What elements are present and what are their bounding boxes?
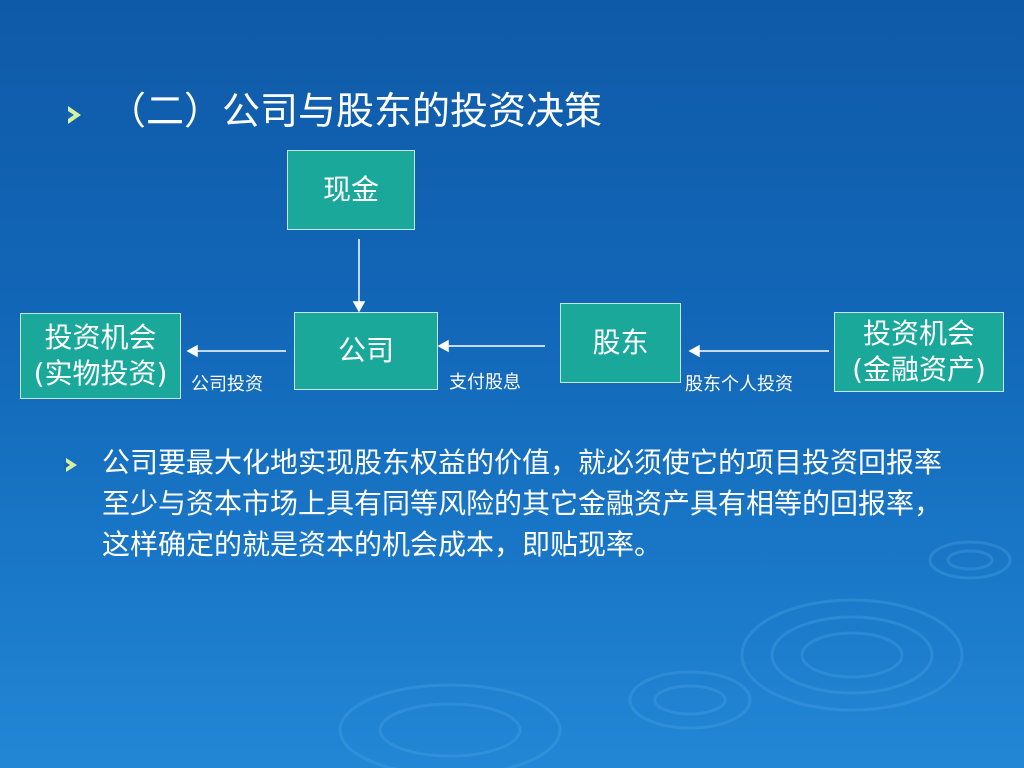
edge-label-pay-dividends: 支付股息: [449, 372, 521, 393]
title-bullet-icon: [68, 106, 81, 124]
company-label: 公司: [337, 334, 394, 367]
body-bullet-icon: [64, 458, 77, 472]
slide-title: （二）公司与股东的投资决策: [108, 89, 603, 133]
shareholders-label: 股东: [592, 326, 649, 359]
opportunity-right-line2: (金融资产): [852, 353, 986, 386]
cash-node: 现金: [287, 150, 415, 230]
shareholders-node: 股东: [560, 303, 681, 383]
edge-label-company-investment: 公司投资: [191, 374, 263, 395]
cash-label: 现金: [322, 173, 379, 206]
opportunity-left-line1: 投资机会: [44, 321, 157, 354]
opportunity-right-line1: 投资机会: [862, 317, 975, 350]
opportunity-left-line2: (实物投资): [33, 357, 168, 390]
body-paragraph: 公司要最大化地实现股东权益的价值，就必须使它的项目投资回报率至少与资本市场上具有…: [102, 446, 943, 561]
opportunity-financial-node: 投资机会 (金融资产): [834, 312, 1004, 392]
company-node: 公司: [294, 312, 438, 390]
edge-label-personal-investment: 股东个人投资: [685, 374, 793, 395]
opportunity-physical-node: 投资机会 (实物投资): [20, 313, 181, 399]
